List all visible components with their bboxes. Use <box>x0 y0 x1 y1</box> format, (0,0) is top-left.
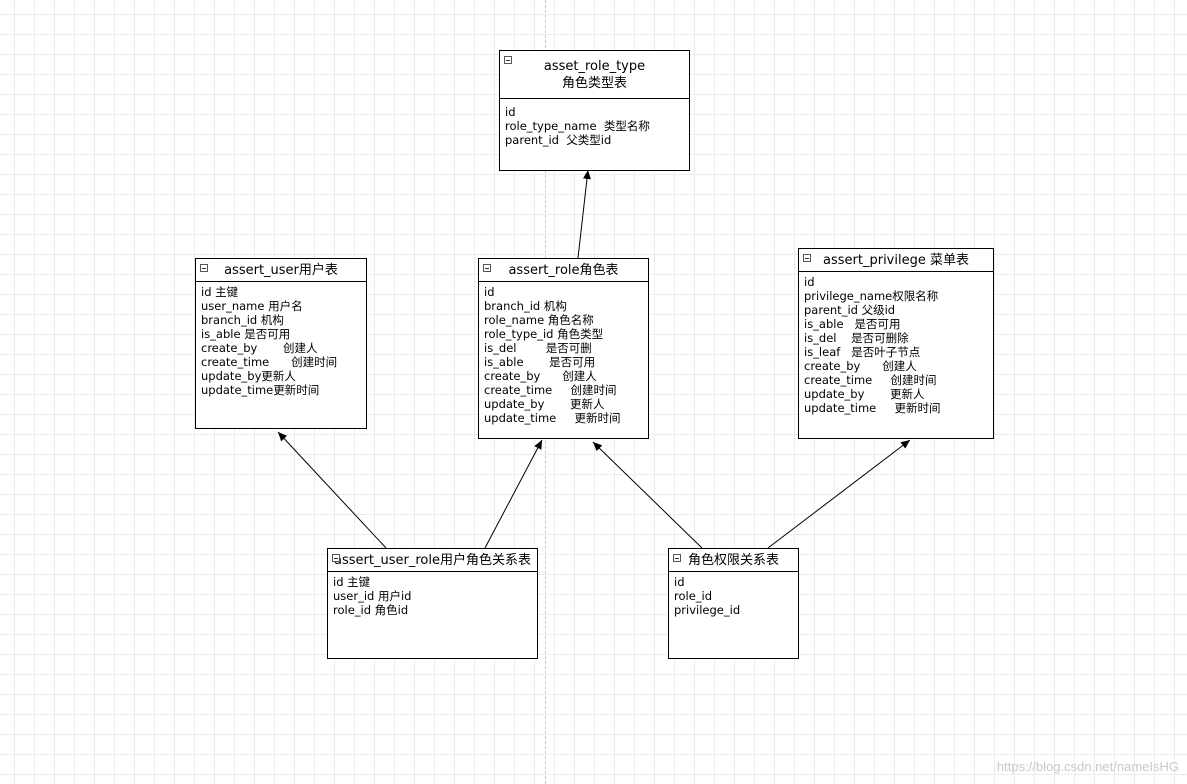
entity-header: asset_role_type 角色类型表 <box>500 51 689 99</box>
field-row: create_time 创建时间 <box>804 373 937 387</box>
field-row: user_id 用户id <box>333 589 412 603</box>
field-list: id privilege_name权限名称 parent_id 父级id is_… <box>799 272 993 418</box>
field-row: is_able 是否可用 <box>804 317 901 331</box>
field-list: id 主键 user_id 用户id role_id 角色id <box>328 572 537 620</box>
edge-role-privilege-to-privilege <box>767 439 911 549</box>
field-row: update_by更新人 <box>201 369 296 383</box>
entity-header: assert_role角色表 <box>479 259 648 282</box>
entity-header: assert_user_role用户角色关系表 <box>328 549 537 572</box>
entity-title: asset_role_type <box>543 58 646 74</box>
entity-header: assert_privilege 菜单表 <box>799 249 993 272</box>
field-row: branch_id 机构 <box>484 299 567 313</box>
field-row: parent_id 父级id <box>804 303 896 317</box>
field-row: create_by 创建人 <box>484 369 597 383</box>
field-row: is_able 是否可用 <box>201 327 291 341</box>
field-row: update_by 更新人 <box>484 397 605 411</box>
watermark: https://blog.csdn.net/nameIsHG <box>996 759 1179 774</box>
field-row: parent_id 父类型id <box>505 133 612 147</box>
field-row: create_by 创建人 <box>201 341 318 355</box>
field-row: id <box>484 285 495 299</box>
entity-title: assert_privilege 菜单表 <box>823 252 969 268</box>
collapse-icon[interactable] <box>200 264 208 272</box>
entity-user[interactable]: assert_user用户表 id 主键 user_name 用户名 branc… <box>195 258 367 429</box>
entity-role-type[interactable]: asset_role_type 角色类型表 id role_type_name … <box>499 50 690 171</box>
edge-role-to-role-type <box>577 169 591 259</box>
field-row: update_by 更新人 <box>804 387 925 401</box>
entity-role-privilege[interactable]: 角色权限关系表 id role_id privilege_id <box>668 548 799 659</box>
field-row: update_time 更新时间 <box>484 411 621 425</box>
field-row: role_id 角色id <box>333 603 409 617</box>
field-row: create_time 创建时间 <box>484 383 617 397</box>
edge-role-privilege-to-role <box>592 441 703 549</box>
field-row: privilege_name权限名称 <box>804 289 939 303</box>
collapse-icon[interactable] <box>673 554 681 562</box>
field-row: update_time更新时间 <box>201 383 320 397</box>
field-list: id role_id privilege_id <box>669 572 798 620</box>
entity-title: assert_user用户表 <box>224 262 338 278</box>
edge-user-role-to-role <box>484 439 543 549</box>
entity-header: 角色权限关系表 <box>669 549 798 572</box>
collapse-icon[interactable] <box>332 554 340 562</box>
entity-role[interactable]: assert_role角色表 id branch_id 机构 role_name… <box>478 258 649 439</box>
field-row: privilege_id <box>674 603 741 617</box>
entity-subtitle: 角色类型表 <box>561 75 627 91</box>
field-list: id 主键 user_name 用户名 branch_id 机构 is_able… <box>196 282 366 400</box>
entity-title: assert_role角色表 <box>508 262 619 278</box>
field-row: create_time 创建时间 <box>201 355 338 369</box>
field-row: role_type_id 角色类型 <box>484 327 604 341</box>
field-row: id <box>505 105 516 119</box>
entity-privilege[interactable]: assert_privilege 菜单表 id privilege_name权限… <box>798 248 994 439</box>
field-row: update_time 更新时间 <box>804 401 941 415</box>
field-row: is_able 是否可用 <box>484 355 596 369</box>
collapse-icon[interactable] <box>483 264 491 272</box>
field-row: id 主键 <box>201 285 239 299</box>
field-row: role_id <box>674 589 713 603</box>
edge-user-role-to-user <box>277 431 387 549</box>
field-row: branch_id 机构 <box>201 313 284 327</box>
field-row: user_name 用户名 <box>201 299 303 313</box>
field-list: id branch_id 机构 role_name 角色名称 role_type… <box>479 282 648 428</box>
field-row: role_type_name 类型名称 <box>505 119 650 133</box>
field-row: role_name 角色名称 <box>484 313 594 327</box>
collapse-icon[interactable] <box>504 56 512 64</box>
field-row: id 主键 <box>333 575 371 589</box>
entity-title: assert_user_role用户角色关系表 <box>334 552 531 568</box>
field-row: id <box>804 275 815 289</box>
entity-header: assert_user用户表 <box>196 259 366 282</box>
entity-user-role[interactable]: assert_user_role用户角色关系表 id 主键 user_id 用户… <box>327 548 538 659</box>
collapse-icon[interactable] <box>803 254 811 262</box>
field-row: is_leaf 是否叶子节点 <box>804 345 921 359</box>
entity-title: 角色权限关系表 <box>687 552 779 568</box>
field-row: create_by 创建人 <box>804 359 917 373</box>
field-row: id <box>674 575 685 589</box>
field-row: is_del 是否可删 <box>484 341 592 355</box>
field-row: is_del 是否可删除 <box>804 331 909 345</box>
field-list: id role_type_name 类型名称 parent_id 父类型id <box>500 99 689 150</box>
